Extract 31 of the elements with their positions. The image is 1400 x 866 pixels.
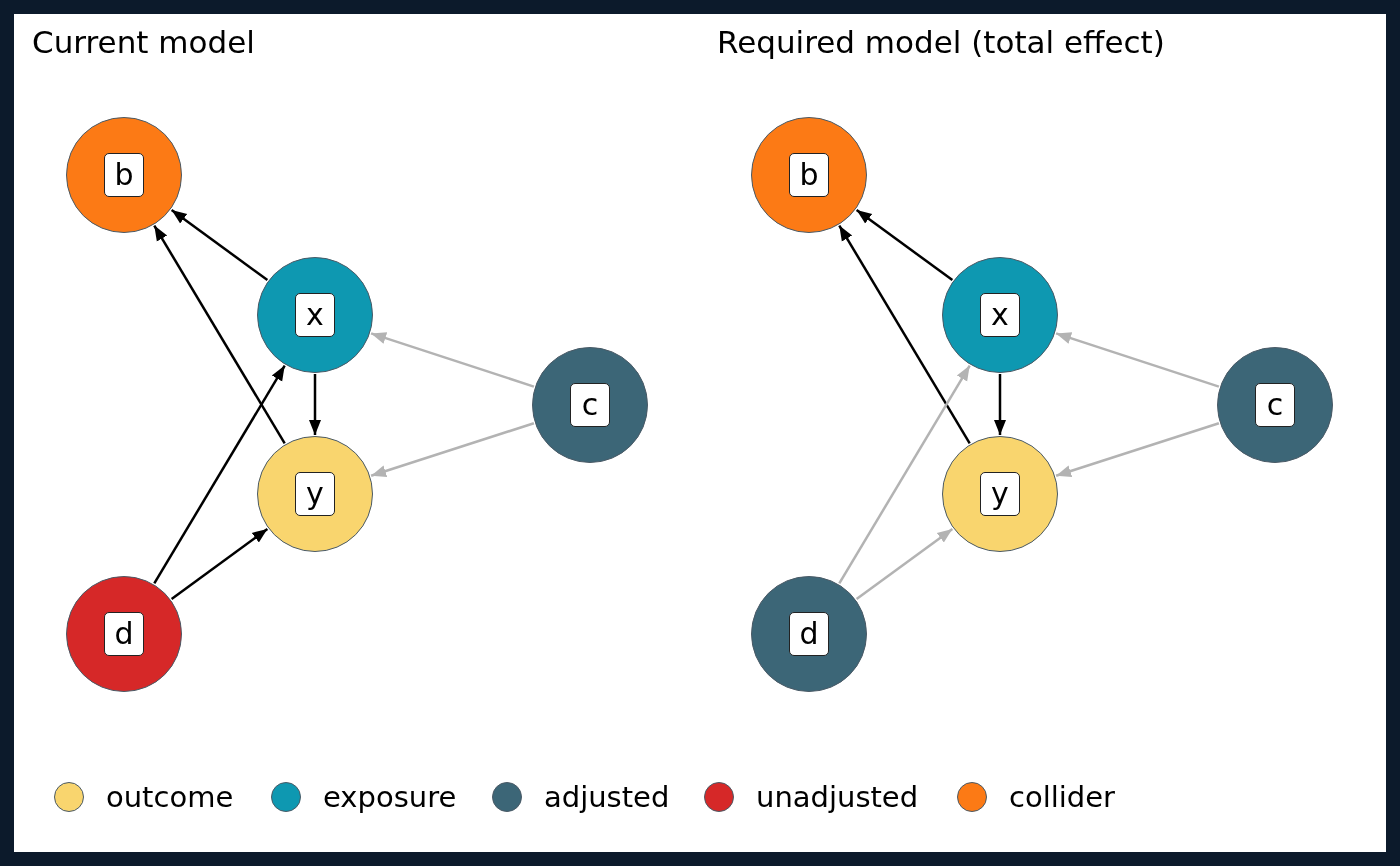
arrow bbox=[1055, 422, 1220, 477]
arrow bbox=[1055, 332, 1220, 388]
arrow bbox=[170, 208, 269, 282]
legend-label: collider bbox=[1009, 780, 1116, 814]
legend-label: exposure bbox=[323, 780, 457, 814]
arrow bbox=[855, 208, 954, 282]
panel-title: Current model bbox=[32, 24, 255, 60]
node-label: d bbox=[104, 612, 144, 656]
node-label: c bbox=[570, 383, 610, 427]
legend-label: unadjusted bbox=[756, 780, 919, 814]
arrow bbox=[838, 224, 971, 445]
arrow bbox=[170, 527, 269, 601]
legend-label: outcome bbox=[106, 780, 234, 814]
node-label: y bbox=[295, 472, 335, 516]
panel-title: Required model (total effect) bbox=[717, 24, 1165, 60]
arrow bbox=[370, 332, 535, 388]
node-label: c bbox=[1255, 383, 1295, 427]
arrow bbox=[855, 527, 954, 601]
arrow bbox=[309, 374, 321, 435]
node-label: b bbox=[789, 153, 829, 197]
arrow bbox=[153, 364, 286, 585]
arrow bbox=[838, 364, 971, 585]
node-label: x bbox=[295, 293, 335, 337]
arrow bbox=[153, 224, 286, 445]
node-label: b bbox=[104, 153, 144, 197]
legend-label: adjusted bbox=[544, 780, 670, 814]
arrow bbox=[994, 374, 1006, 435]
arrow bbox=[370, 422, 535, 477]
node-label: y bbox=[980, 472, 1020, 516]
node-label: d bbox=[789, 612, 829, 656]
node-label: x bbox=[980, 293, 1020, 337]
